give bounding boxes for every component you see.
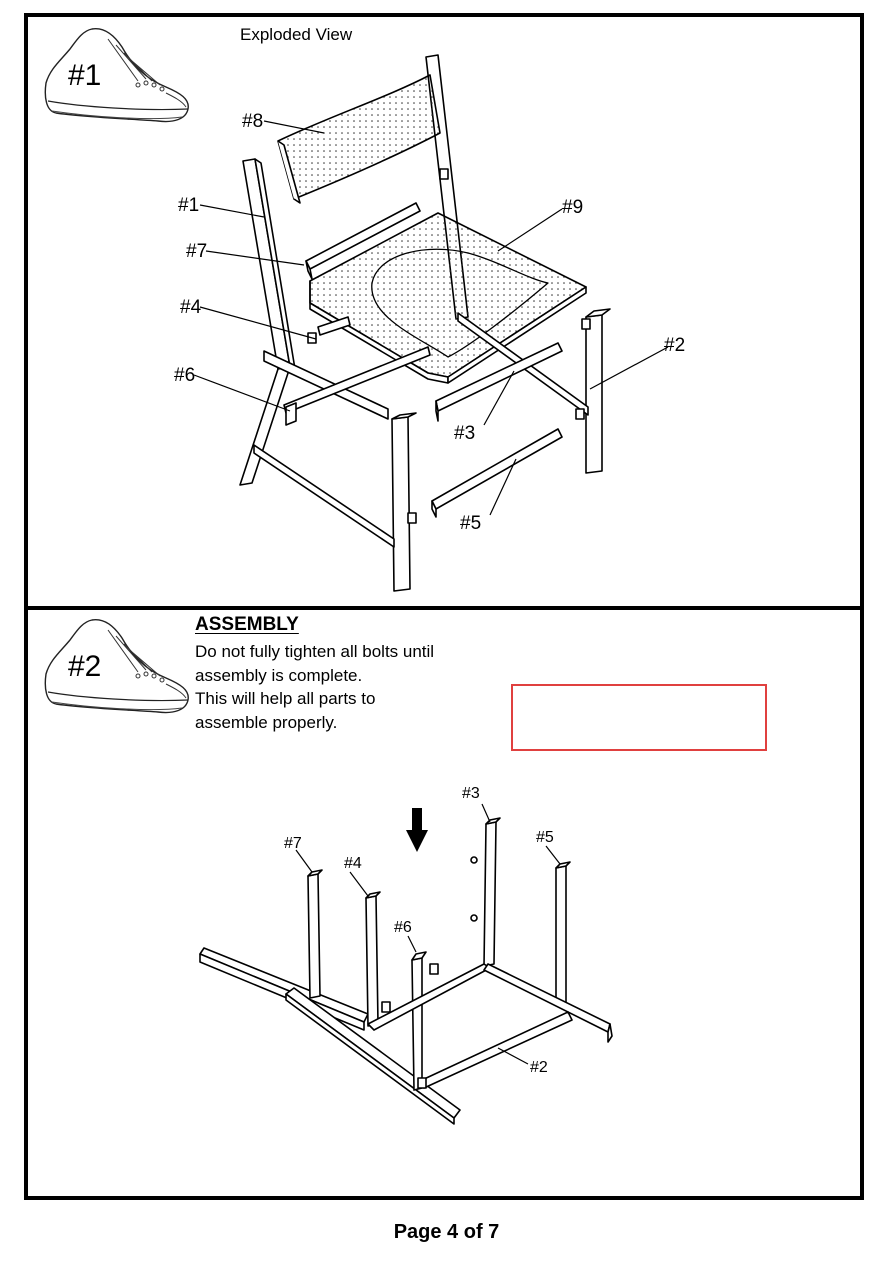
exploded-view-diagram: #8 #1 #7 #4 #6 #9 #2 #3 #5 <box>174 54 685 592</box>
instruction-line: This will help all parts to <box>195 689 376 708</box>
instruction-line: Do not fully tighten all bolts until <box>195 642 435 661</box>
part-label: #7 <box>284 835 302 852</box>
part-label: #2 <box>664 335 685 356</box>
step-badge: #2 <box>68 650 101 683</box>
part-label: #5 <box>460 513 481 534</box>
instruction-line: assemble properly. <box>195 712 338 732</box>
step-2-panel: #2 ASSEMBLY Do not fully tighten all bol… <box>28 610 860 1196</box>
step-badge: #1 <box>68 59 101 92</box>
step-title: Exploded View <box>240 25 353 44</box>
assembly-heading: ASSEMBLY <box>195 614 299 635</box>
page-number: Page 4 of 7 <box>393 1221 500 1243</box>
step-1-panel: #1 Exploded View <box>28 17 860 606</box>
part-label: #3 <box>462 785 480 802</box>
section-divider <box>24 606 864 610</box>
part-label: #8 <box>242 111 263 132</box>
part-label: #2 <box>530 1059 548 1076</box>
part-label: #5 <box>536 829 554 846</box>
part-label: #7 <box>186 241 207 262</box>
part-label: #9 <box>562 197 583 218</box>
part-label: #4 <box>180 297 202 318</box>
part-label: #4 <box>344 855 362 872</box>
assembly-diagram: #3 #7 #5 #4 #6 #2 <box>199 785 613 1125</box>
part-label: #6 <box>174 365 195 386</box>
arrow-down-icon <box>406 808 428 852</box>
part-label: #6 <box>394 919 412 936</box>
assembly-instructions: Do not fully tighten all bolts until ass… <box>195 640 495 734</box>
instruction-line: assembly is complete. <box>195 665 363 685</box>
sneaker-icon: #1 <box>44 28 189 123</box>
notice-box <box>511 684 767 751</box>
sneaker-icon: #2 <box>44 619 189 714</box>
part-label: #3 <box>454 423 475 444</box>
part-label: #1 <box>178 195 199 216</box>
